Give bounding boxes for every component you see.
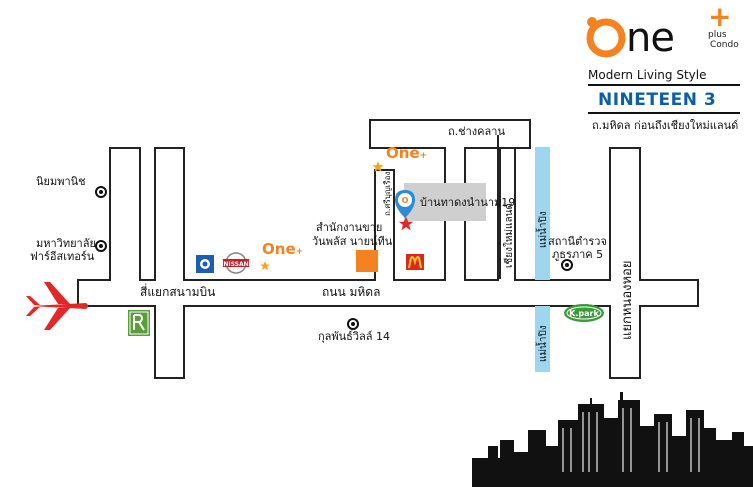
brand-tagline: Modern Living Style [588,68,707,82]
road-label-right: แยกหนองหอย [620,260,635,340]
place-police-1: สถานีตำรวจ [548,235,607,248]
river-label-top: แม่น้ำปิง [538,211,549,248]
brand-divider-2 [588,112,740,114]
circle-marker-icon [347,318,359,330]
road-soi-project [374,169,395,280]
road-east-end [640,279,699,307]
project-subtitle: ถ.มหิดล ก่อนถึงเชียงใหม่แลนด์ [592,119,739,132]
brand-condo-word: Condo [710,40,739,50]
brand-logo-text: ne [626,15,675,61]
circle-marker-icon [95,186,107,198]
road-left-2-south [154,306,185,379]
ping-river-north [535,147,550,280]
place-kulpan: กุลพันธ์วิลล์ 14 [318,330,391,343]
project-site-box [404,183,486,221]
road-left-1 [109,147,141,280]
brand-plus-mark: + [708,0,732,33]
nissan-icon [223,252,249,274]
road-label-top: ถ.ช่างคลาน [448,125,505,138]
star-icon [260,261,270,271]
nissan-label: NISSAN [223,261,248,268]
kpark-icon [564,304,604,322]
place-sales-office-2: วันพลัส นายน์ทีน [312,235,393,248]
star-icon [372,161,384,172]
road-left-2 [154,147,185,280]
mini-brand-top: One+ [386,144,428,162]
ping-river-south [535,306,550,372]
brand-divider [588,84,740,86]
road-label-soi: ถ.ศรีบุญเรือง [383,171,392,216]
skyline-windows [562,408,700,472]
project-name: NINETEEN 3 [598,90,717,110]
sales-office-marker [356,250,378,272]
kpark-label: K.park [569,309,599,318]
circle-marker-icon [95,240,107,252]
road-label-main: ถนน มหิดล [322,285,381,299]
mini-brand-left: One+ [262,240,304,258]
brand-logo-o [586,17,626,58]
river-label-bottom: แม่น้ำปิง [538,325,549,362]
place-university-1: มหาวิทยาลัย [36,237,96,250]
road-label-junction: สี่แยกสนามบิน [140,285,216,299]
site-pin-icon: O [395,190,415,218]
place-project-site: บ้านทาดงนำนาม19 [420,196,516,209]
star-icon [398,216,414,231]
mcdonalds-icon [406,254,424,270]
svg-text:O: O [402,196,409,205]
kbank-icon [196,255,214,273]
circle-marker-icon [561,259,573,271]
place-niyom-panich: นิยมพานิช [36,175,86,188]
city-skyline [472,392,753,487]
place-university-2: ฟาร์อีสเทอร์น [30,250,95,263]
road-right [609,147,641,379]
hotel-icon [128,310,150,336]
place-sales-office-1: สำนักงานขาย [316,221,383,234]
road-label-chiangmai-land: เชียงใหม่แลนด์ [504,203,515,268]
place-police-2: ภูธรภาค 5 [552,248,604,261]
airplane-icon [26,282,88,330]
brand-plus-word: plus [708,30,727,40]
poi-markers [95,186,573,330]
